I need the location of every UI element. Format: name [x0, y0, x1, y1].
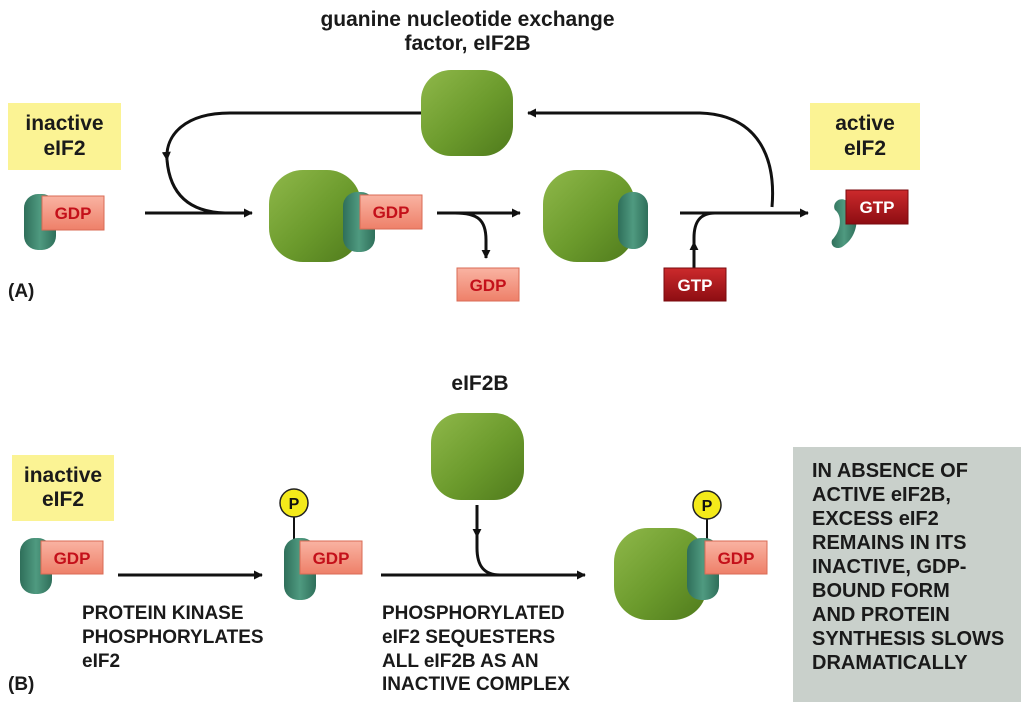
- phosphate-label: P: [289, 496, 300, 513]
- kinase-caption: PROTEIN KINASE PHOSPHORYLATES eIF2: [82, 602, 264, 673]
- inactive-line1: inactive: [25, 112, 104, 136]
- eif2b-complex: [614, 528, 707, 620]
- eif2b-factor: [421, 70, 513, 156]
- gdp-text: GDP: [54, 549, 91, 568]
- binding-arrow: [145, 185, 230, 213]
- active-line2: eIF2: [843, 136, 887, 160]
- kinase-line: eIF2: [82, 650, 121, 672]
- note-line: REMAINS IN ITS: [812, 532, 967, 554]
- gtp-tag: [845, 189, 909, 225]
- phosphate-group: [692, 490, 722, 520]
- recycle-loop-arrow: [527, 108, 775, 208]
- gef-title-line2: factor, eIF2B: [404, 31, 531, 55]
- sequester-line: PHOSPHORYLATED: [382, 603, 565, 624]
- gef-title: guanine nucleotide exchange factor, eIF2…: [300, 8, 635, 55]
- sequester-caption: PHOSPHORYLATED eIF2 SEQUESTERS ALL eIF2B…: [382, 602, 570, 697]
- gdp-text: GDP: [718, 549, 755, 568]
- sequester-line: INACTIVE COMPLEX: [382, 674, 570, 696]
- loop-merge-curve: [165, 159, 226, 215]
- gdp-tag: [41, 195, 105, 231]
- gdp-tag: [704, 540, 768, 575]
- note-line: BOUND FORM: [812, 580, 950, 602]
- released-gdp-tag: [456, 267, 520, 302]
- active-eif2-label: active eIF2: [810, 103, 920, 170]
- inactive-line2: eIF2: [43, 136, 86, 160]
- inactive-line1: inactive: [23, 463, 103, 487]
- sequester-line: eIF2 SEQUESTERS: [382, 626, 556, 648]
- phosphate-label: P: [702, 498, 713, 515]
- eif2-subunit: [618, 192, 648, 249]
- phosphate-group: [279, 488, 309, 518]
- kinase-line: PHOSPHORYLATES: [82, 626, 264, 648]
- note-line: AND PROTEIN: [812, 604, 950, 626]
- gdp-tag: [299, 540, 363, 575]
- gtp-rise-arrow: [692, 211, 716, 268]
- note-line: IN ABSENCE OF: [812, 460, 968, 482]
- gdp-text: GDP: [55, 204, 92, 223]
- outcome-note: IN ABSENCE OF ACTIVE eIF2B, EXCESS eIF2 …: [793, 447, 1021, 702]
- gef-title-line1: guanine nucleotide exchange: [320, 8, 615, 31]
- note-line: EXCESS eIF2: [812, 508, 939, 530]
- eif2b-complex: [269, 170, 361, 262]
- panel-b-label: (B): [8, 674, 35, 695]
- gdp-tag: [40, 540, 104, 575]
- sequester-line: ALL eIF2B AS AN: [382, 650, 539, 672]
- panel-a-label: (A): [8, 281, 35, 302]
- incoming-gtp-tag: [663, 267, 727, 302]
- gdp-text: GDP: [373, 203, 410, 222]
- gdp-drop-arrow: [454, 211, 491, 259]
- note-line: INACTIVE, GDP-: [812, 556, 967, 578]
- gtp-text: GTP: [860, 198, 895, 217]
- gdp-tag: [359, 194, 423, 230]
- eif2b-complex: [543, 170, 635, 262]
- eif2b-factor: [431, 413, 524, 500]
- active-line1: active: [835, 112, 895, 136]
- inactive-line2: eIF2: [41, 488, 85, 511]
- gdp-text: GDP: [470, 276, 507, 295]
- note-line: DRAMATICALLY: [812, 652, 968, 674]
- inactive-eif2-label-b: inactive eIF2: [12, 455, 114, 521]
- eif2b-title: eIF2B: [451, 372, 509, 395]
- gef-to-complex-arrow: [161, 111, 422, 161]
- gdp-text: GDP: [313, 549, 350, 568]
- note-line: SYNTHESIS SLOWS: [812, 628, 1005, 650]
- kinase-line: PROTEIN KINASE: [82, 603, 244, 624]
- inactive-eif2-label: inactive eIF2: [8, 103, 121, 170]
- eif2b-merge-arrow: [475, 505, 501, 577]
- gtp-text: GTP: [678, 276, 713, 295]
- note-line: ACTIVE eIF2B,: [812, 484, 951, 506]
